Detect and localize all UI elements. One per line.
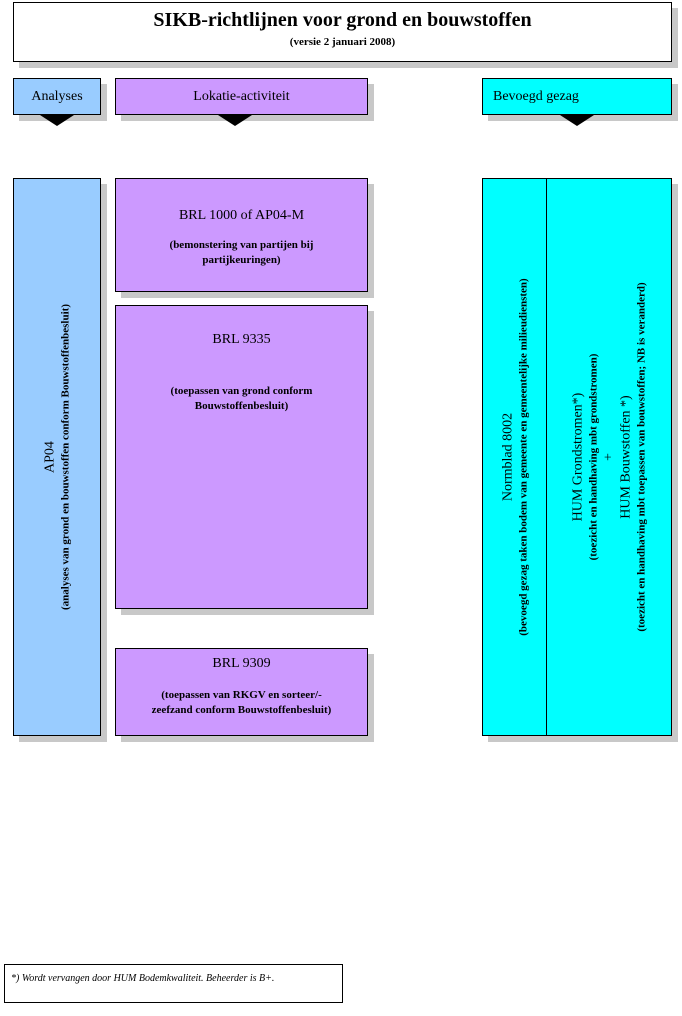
brl1000-box: BRL 1000 of AP04-M (bemonstering van par… — [115, 178, 368, 292]
hum-bouwstoffen-title: HUM Bouwstoffen *) — [618, 395, 634, 519]
hum-box: HUM Grondstromen*) (toezicht en handhavi… — [546, 178, 672, 736]
ap04-title: AP04 — [42, 441, 58, 473]
brl1000-desc-1: (bemonstering van partijen bij — [169, 239, 314, 251]
hum-grondstromen-desc: (toezicht en handhaving mbt grondstromen… — [587, 353, 600, 561]
brl9309-title: BRL 9309 — [212, 656, 271, 671]
brl9335-desc-2: Bouwstoffenbesluit) — [194, 400, 289, 412]
header-analyses: Analyses — [13, 78, 101, 115]
title-box: SIKB-richtlijnen voor grond en bouwstoff… — [13, 2, 672, 62]
footnote: *) Wordt vervangen door HUM Bodemkwalite… — [4, 964, 343, 1003]
arrow-down-icon — [40, 115, 74, 126]
arrow-down-icon — [218, 115, 252, 126]
page-subtitle: (versie 2 januari 2008) — [289, 36, 396, 48]
brl1000-title: BRL 1000 of AP04-M — [178, 208, 305, 223]
normblad-title: Normblad 8002 — [500, 412, 515, 502]
page-title: SIKB-richtlijnen voor grond en bouwstoff… — [153, 9, 532, 31]
arrow-down-icon — [560, 115, 594, 126]
brl9335-title: BRL 9335 — [212, 332, 271, 347]
brl9309-box: BRL 9309 (toepassen van RKGV en sorteer/… — [115, 648, 368, 736]
brl9335-desc-1: (toepassen van grond conform — [170, 385, 313, 397]
normblad-desc: (bevoegd gezag taken bodem van gemeente … — [517, 278, 529, 636]
brl9335-box: BRL 9335 (toepassen van grond conform Bo… — [115, 305, 368, 609]
brl9309-desc-2: zeefzand conform Bouwstoffenbesluit) — [151, 704, 332, 716]
brl9309-desc-1: (toepassen van RKGV en sorteer/- — [161, 689, 322, 701]
header-bevoegd-gezag: Bevoegd gezag — [482, 78, 672, 115]
ap04-box: AP04 (analyses van grond en bouwstoffen … — [13, 178, 101, 736]
ap04-desc: (analyses van grond en bouwstoffen confo… — [59, 304, 72, 610]
brl1000-desc-2: partijkeuringen) — [202, 254, 281, 266]
header-lokatie-activiteit: Lokatie-activiteit — [115, 78, 368, 115]
normblad-box: Normblad 8002 (bevoegd gezag taken bodem… — [482, 178, 547, 736]
hum-plus: + — [601, 453, 617, 461]
hum-bouwstoffen-desc: (toezicht en handhaving mbt toepassen va… — [635, 282, 648, 632]
hum-grondstromen-title: HUM Grondstromen*) — [570, 392, 586, 522]
